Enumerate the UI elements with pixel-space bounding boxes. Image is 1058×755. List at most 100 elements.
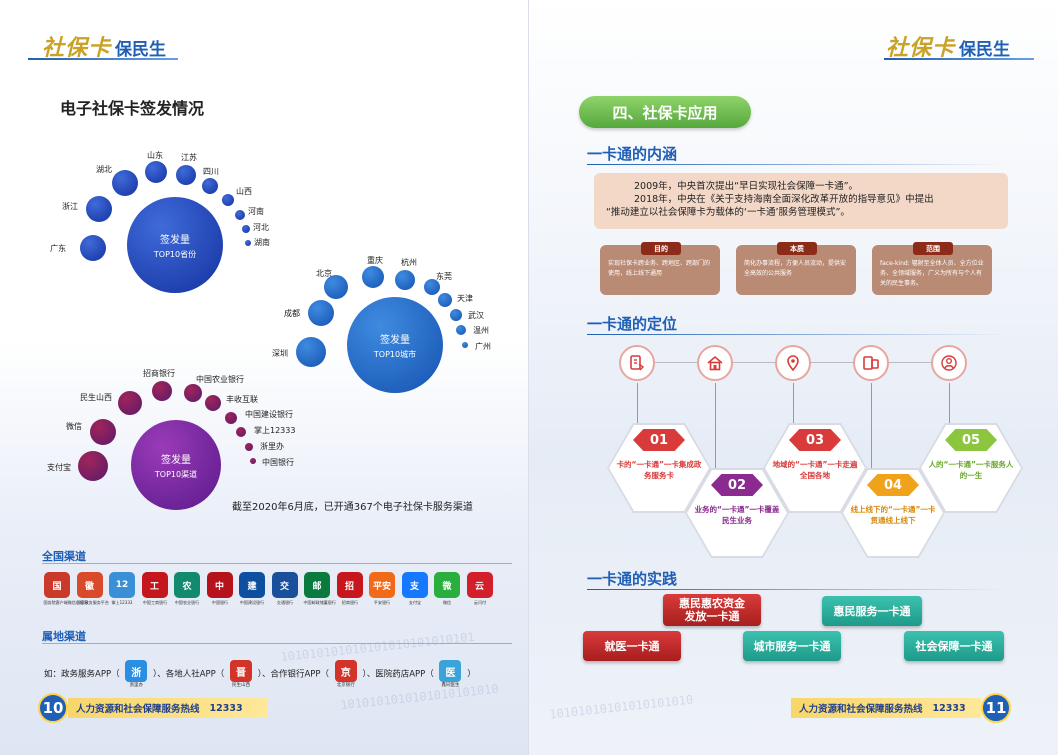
small-bubble [324, 275, 348, 299]
small-bubble [450, 309, 462, 321]
app-caption: 北京银行 [336, 683, 355, 688]
small-bubble [205, 395, 221, 411]
practice-social-security[interactable]: 社会保障一卡通 [904, 631, 1004, 661]
national-app-item[interactable]: 中中国银行 [205, 572, 235, 606]
app-icon: 工 [141, 572, 168, 598]
brand-name: 保民生 [959, 40, 1011, 60]
position-number: 02 [711, 474, 763, 496]
small-bubble [152, 381, 172, 401]
binary-decoration: 101010101010101010101010101 [279, 629, 476, 665]
national-app-item[interactable]: 徽国家政务服务平台 [75, 572, 109, 606]
practice-benefit-service[interactable]: 惠民服务一卡通 [822, 596, 922, 626]
heading-connotation: 一卡通的内涵 [587, 145, 678, 163]
bubble-label: 中国农业银行 [196, 375, 244, 384]
bubble-label: 广东 [50, 244, 66, 253]
bubble-label: 民生山西 [80, 393, 112, 402]
app-icon: 交 [271, 572, 298, 598]
app-icon: 平安 [369, 572, 395, 598]
small-bubble [456, 325, 466, 335]
national-app-item[interactable]: 平安平安银行 [367, 572, 397, 606]
hotline-number: 12333 [932, 702, 966, 714]
national-app-item[interactable]: 云云闪付 [465, 572, 495, 606]
local-text: ）、医院药店APP（ [362, 669, 434, 680]
bubble-label: 江苏 [181, 153, 197, 162]
connector [793, 383, 794, 431]
small-bubble [202, 178, 218, 194]
national-app-item[interactable]: 国国务院客户端微信小程序 [42, 572, 88, 606]
app-icon: 中 [206, 572, 233, 598]
position-text: 地域的“一卡通”一卡走遍全国各地 [772, 460, 858, 480]
local-text: 如：政务服务APP（ [44, 669, 120, 680]
app-icon: 建 [239, 572, 265, 598]
national-app-item[interactable]: 交交通银行 [270, 572, 300, 606]
page-number: 11 [981, 693, 1011, 723]
hospital-app-icon[interactable]: 医鑫同医生 [436, 660, 464, 688]
zheliban-icon[interactable]: 浙浙里办 [122, 660, 150, 688]
national-app-item[interactable]: 邮中国邮政储蓄银行 [302, 572, 336, 606]
practice-subsidy[interactable]: 惠民惠农资金发放一卡通 [663, 594, 761, 626]
section-banner: 四、社保卡应用 [579, 96, 751, 128]
national-app-item[interactable]: 微微信 [432, 572, 462, 606]
bubble-label: 支付宝 [47, 463, 71, 472]
intro-line: “推动建立以社会保障卡为载体的‘一卡通’服务管理模式”。 [606, 207, 850, 218]
tag-purpose: 目的 [641, 242, 681, 255]
card-text: face-kind: 辐射至全体人员、全方位业务、全领域服务，广义为所有与个人有… [880, 260, 984, 287]
bubble-label: 东莞 [436, 272, 452, 281]
app-caption: 微信 [442, 601, 452, 606]
app-caption: 云闪付 [473, 601, 486, 606]
hotline-text: 人力资源和社会保障服务热线 [799, 704, 923, 715]
page-number: 10 [38, 693, 68, 723]
bubble-label: 北京 [316, 269, 332, 278]
bank-of-beijing-icon[interactable]: 京北京银行 [332, 660, 360, 688]
app-icon: 邮 [304, 572, 330, 598]
connector [715, 383, 716, 477]
brand-name: 保民生 [115, 40, 167, 60]
bubble-label: 深圳 [272, 349, 288, 358]
online-offline-icon [853, 345, 889, 381]
bubble-label: 四川 [203, 167, 219, 176]
minsheng-shanxi-icon[interactable]: 晋民生山西 [227, 660, 255, 688]
national-app-item[interactable]: 支支付宝 [400, 572, 430, 606]
app-caption: 招商银行 [341, 601, 358, 606]
app-caption: 交通银行 [276, 601, 293, 606]
small-bubble [118, 391, 142, 415]
small-bubble [90, 419, 116, 445]
center-title: 签发量 [161, 454, 191, 466]
center-bubble: 签发量 TOP10渠道 [131, 420, 221, 510]
practice-label: 惠民惠农资金发放一卡通 [679, 597, 745, 623]
heading-practice: 一卡通的实践 [587, 570, 678, 588]
app-caption: 国家政务服务平台 [76, 601, 109, 606]
center-title: 签发量 [380, 334, 410, 346]
national-app-item[interactable]: 建中国建设银行 [237, 572, 267, 606]
app-caption: 中国银行 [211, 601, 228, 606]
hotline-text: 人力资源和社会保障服务热线 [76, 704, 200, 715]
app-icon: 微 [434, 572, 460, 598]
app-caption: 中国邮政储蓄银行 [303, 601, 336, 606]
header-rule [28, 58, 178, 60]
channel-note: 截至2020年6月底，已开通367个电子社保卡服务渠道 [232, 502, 473, 513]
bubble-label: 重庆 [367, 256, 383, 265]
practice-city-service[interactable]: 城市服务一卡通 [743, 631, 841, 661]
tag-essence: 本质 [777, 242, 817, 255]
center-sub: TOP10省份 [153, 249, 197, 259]
bubble-label: 湖南 [254, 238, 270, 247]
person-icon [931, 345, 967, 381]
bubble-label: 山西 [236, 187, 252, 196]
app-icon: 国 [44, 572, 70, 598]
small-bubble [236, 427, 246, 437]
national-app-item[interactable]: 工中国工商银行 [140, 572, 170, 606]
home-icon [697, 345, 733, 381]
connector [949, 383, 950, 431]
center-sub: TOP10渠道 [154, 469, 198, 479]
app-icon: 云 [466, 572, 493, 598]
brand-script: 社保卡 [42, 35, 112, 61]
app-caption: 掌上12333 [111, 601, 133, 606]
practice-medical[interactable]: 就医一卡通 [583, 631, 681, 661]
national-app-item[interactable]: 农中国农业银行 [172, 572, 202, 606]
bubble-label: 天津 [457, 294, 473, 303]
bubble-label: 丰收互联 [226, 395, 258, 404]
local-text: ） [467, 669, 476, 680]
national-app-item[interactable]: 招招商银行 [335, 572, 365, 606]
app-caption: 中国建设银行 [239, 601, 265, 606]
